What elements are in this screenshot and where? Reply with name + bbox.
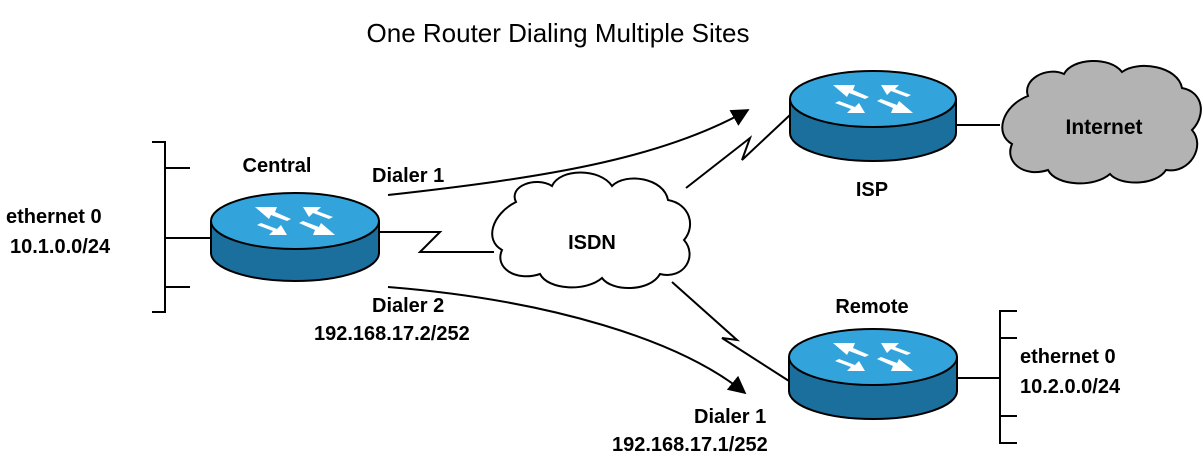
isp-router [789, 70, 957, 162]
isp-router-label: ISP [856, 179, 888, 201]
router-cross-arrows-icon [833, 85, 913, 113]
remote-router [788, 328, 958, 420]
central-isdn-link [378, 231, 494, 253]
internet-label: Internet [1065, 116, 1142, 139]
central-router [210, 192, 380, 282]
isdn-isp-link [685, 114, 791, 189]
central-router-label: Central [243, 155, 312, 177]
remote-dialer1-label: Dialer 1 [694, 406, 766, 428]
central-dialer1-label: Dialer 1 [372, 165, 444, 187]
central-dialer2-label: Dialer 2 [372, 295, 444, 317]
remote-lan-bus [956, 310, 1017, 444]
central-lan-bus [152, 141, 213, 313]
isdn-label: ISDN [568, 232, 616, 254]
remote-lan-interface: ethernet 0 [1020, 346, 1116, 368]
central-dialer2-arrow [387, 286, 747, 395]
isdn-cloud: ISDN [491, 171, 692, 290]
central-lan-interface: ethernet 0 [6, 206, 102, 228]
remote-router-label: Remote [835, 296, 908, 318]
isdn-remote-link [671, 281, 790, 382]
router-cross-arrows-icon [255, 207, 335, 235]
diagram-title: One Router Dialing Multiple Sites [367, 18, 750, 48]
central-dialer1-arrow [387, 109, 750, 196]
router-cross-arrows-icon [833, 343, 913, 371]
central-lan-subnet: 10.1.0.0/24 [10, 236, 111, 258]
remote-lan-subnet: 10.2.0.0/24 [1020, 376, 1121, 398]
remote-dialer1-ip: 192.168.17.1/252 [612, 434, 768, 456]
central-dialer2-ip: 192.168.17.2/252 [314, 323, 470, 345]
internet-cloud: Internet [1001, 59, 1202, 185]
